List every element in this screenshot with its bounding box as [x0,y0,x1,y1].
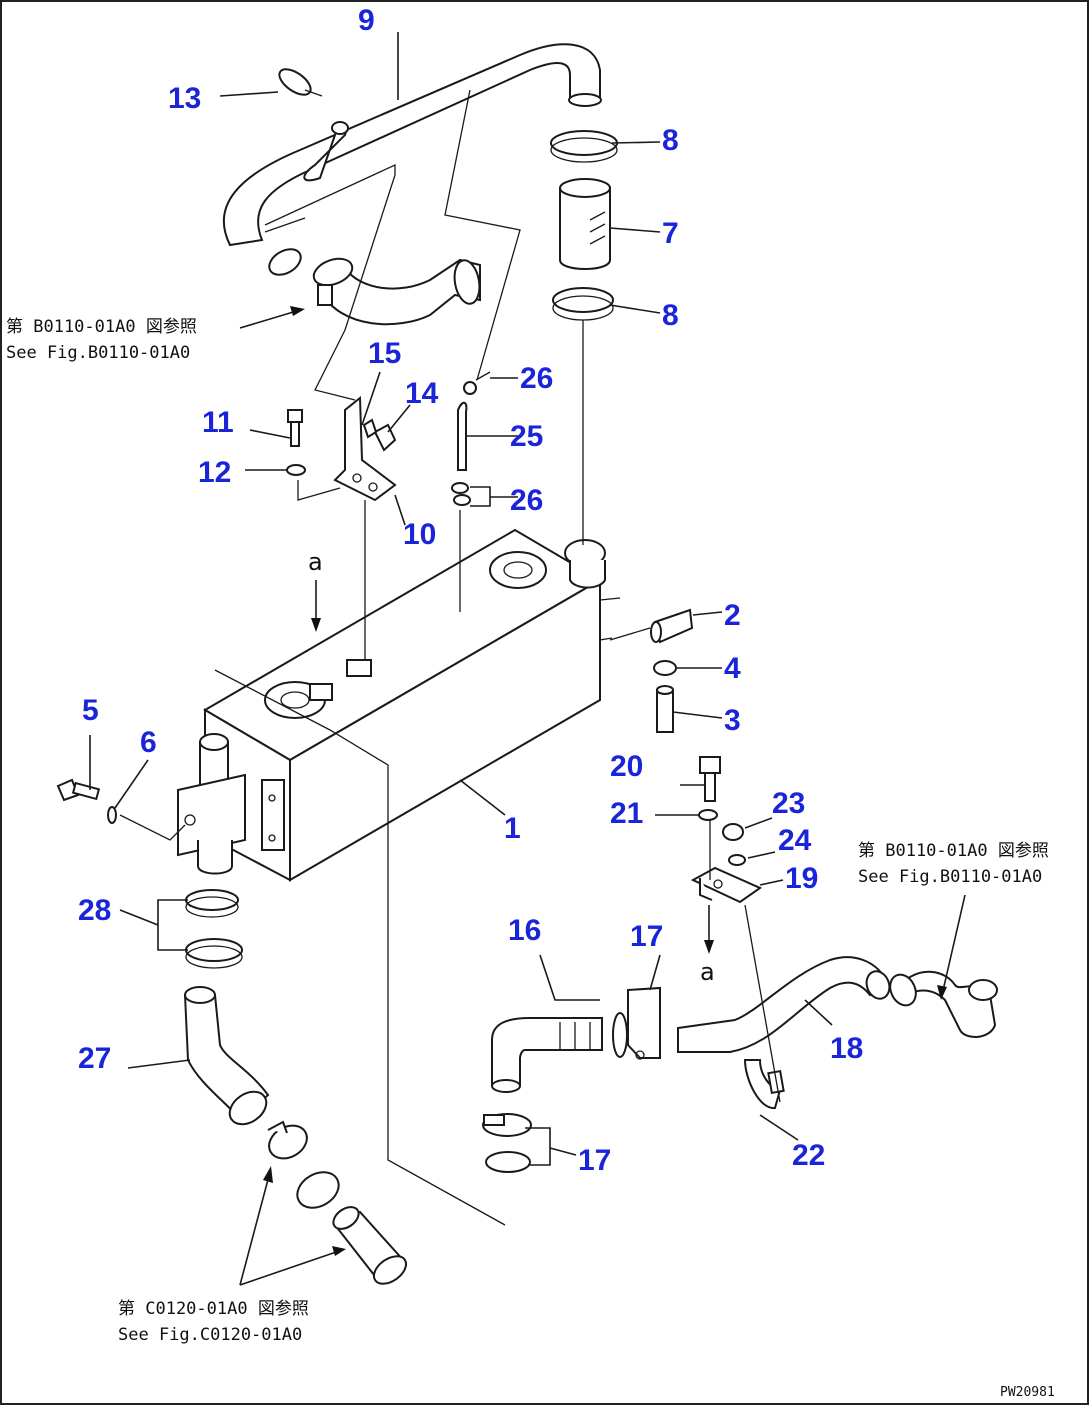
callout-4: 4 [724,652,741,685]
washer-24 [728,854,746,866]
upper-hose-9 [222,43,602,276]
hose-22 [743,1059,785,1110]
clip-26-lower [451,482,471,506]
callout-26-upper: 26 [520,362,553,395]
reference-en: See Fig.B0110-01A0 [6,343,190,363]
callout-8-top: 8 [662,124,679,157]
clip-26-upper [463,371,491,395]
inlet-pipe [177,733,246,875]
elbow-hose-27 [183,986,270,1126]
hose-18 [677,956,891,1053]
clamp-8-lower [552,287,614,321]
callout-9: 9 [358,4,375,37]
view-letter-bottom: a [700,958,715,986]
bolt-20 [699,756,721,802]
callout-15: 15 [368,337,401,370]
clamp-28-lower [185,938,243,969]
callout-20: 20 [610,750,643,783]
callout-19: 19 [785,862,818,895]
callout-25: 25 [510,420,543,453]
callout-23: 23 [772,787,805,820]
reference-en: See Fig.C0120-01A0 [118,1325,302,1345]
callout-24: 24 [778,824,812,857]
washer-12 [286,464,306,476]
washer-4 [653,660,677,676]
callout-3: 3 [724,704,741,737]
callout-27: 27 [78,1042,111,1075]
bolt-5 [56,778,101,802]
drawing-code: PW20981 [1000,1385,1055,1400]
callout-21: 21 [610,797,643,830]
callout-11: 11 [202,406,234,439]
elbow-hose-16 [491,1017,603,1093]
callout-labels: 9 13 8 7 8 15 26 14 11 25 12 26 10 2 4 3… [78,4,863,1177]
callout-1: 1 [504,812,521,845]
reference-jp: 第 B0110-01A0 図参照 [6,317,197,337]
callout-26-lower: 26 [510,484,543,517]
reference-en: See Fig.B0110-01A0 [858,867,1042,887]
tube-25 [457,401,468,471]
callout-8-lower: 8 [662,299,679,332]
pipe-3 [656,685,674,733]
clamp-lower-b [296,1171,340,1209]
callout-2: 2 [724,599,741,632]
bracket-10 [333,395,397,502]
bracket-19 [690,866,763,904]
leader-lines [89,32,966,1286]
reference-note-b0110-right: 第 B0110-01A0 図参照 See Fig.B0110-01A0 [858,841,1049,887]
callout-17-lower: 17 [578,1144,611,1177]
callout-28: 28 [78,894,111,927]
tank-1 [203,528,621,882]
sensor-2 [650,608,694,644]
bolt-11 [287,409,303,447]
washer-21 [698,809,718,821]
clip-15 [362,418,378,439]
reference-note-c0120: 第 C0120-01A0 図参照 See Fig.C0120-01A0 [118,1299,309,1345]
callout-12: 12 [198,456,231,489]
elbow-hose-lower [312,257,481,326]
reference-note-b0110-left: 第 B0110-01A0 図参照 See Fig.B0110-01A0 [6,317,197,363]
pipe-lower [332,1206,408,1285]
washer-6 [107,806,117,824]
clamp-28-upper [185,889,239,918]
reference-jp: 第 B0110-01A0 図参照 [858,841,1049,861]
callout-16: 16 [508,914,541,947]
callout-5: 5 [82,694,99,727]
nut-23 [722,823,744,841]
callout-14: 14 [405,377,439,410]
callout-17-upper: 17 [630,920,663,953]
callout-22: 22 [792,1139,825,1172]
clamp-8-top [550,130,618,163]
reference-jp: 第 C0120-01A0 図参照 [118,1299,309,1319]
hose-b0110 [889,970,998,1038]
clamp-13 [278,68,323,97]
callout-10: 10 [403,518,436,551]
clip-14 [373,423,397,452]
callout-13: 13 [168,82,201,115]
breather-hose [303,121,349,182]
sleeve-7 [559,178,611,270]
callout-18: 18 [830,1032,863,1065]
callout-6: 6 [140,726,157,759]
clamp-lower-a [267,1120,308,1160]
view-letter-top: a [308,548,323,576]
clamp-17-upper [612,986,661,1060]
callout-7: 7 [662,217,679,250]
clamp-17-lower [482,1113,532,1173]
